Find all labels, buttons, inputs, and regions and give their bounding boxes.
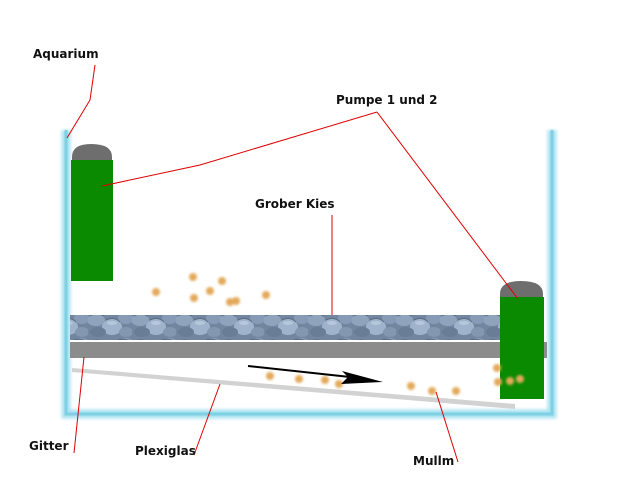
- label-coarse-gravel: Grober Kies: [255, 197, 335, 211]
- coarse-gravel-layer: [70, 315, 502, 340]
- leader-line-aquarium: [66, 64, 96, 139]
- leader-line-plexiglass: [193, 383, 221, 456]
- label-mulm: Mullm: [413, 454, 454, 468]
- mulm-particle: [295, 375, 303, 383]
- mulm-particle: [516, 375, 524, 383]
- pump-1: [71, 144, 113, 281]
- pump-2-body: [500, 297, 544, 399]
- leader-line-pump-2: [376, 111, 519, 300]
- leader-lines: [66, 64, 519, 463]
- mulm-particle: [218, 277, 226, 285]
- mulm-particle: [452, 387, 460, 395]
- pump-1-cap: [72, 144, 112, 161]
- label-pumps: Pumpe 1 und 2: [336, 93, 437, 107]
- label-plexiglass: Plexiglas: [135, 444, 196, 458]
- mulm-particle: [262, 291, 270, 299]
- label-aquarium: Aquarium: [33, 47, 99, 61]
- mulm-particle: [189, 273, 197, 281]
- mulm-particle: [506, 377, 514, 385]
- aquarium-tank: [61, 130, 557, 419]
- mulm-particle: [428, 387, 436, 395]
- mulm-particle: [493, 364, 501, 372]
- leader-line-pump-1: [101, 111, 378, 187]
- plexiglass-sheet: [72, 368, 515, 409]
- pump-1-body: [71, 160, 113, 281]
- mulm-particle: [321, 376, 329, 384]
- mulm-particle: [152, 288, 160, 296]
- pump-2-cap: [500, 281, 543, 298]
- leader-line-grid: [73, 356, 85, 454]
- mulm-particle: [494, 378, 502, 386]
- label-grid: Gitter: [29, 439, 69, 453]
- mulm-particle: [407, 382, 415, 390]
- mulm-particle: [206, 287, 214, 295]
- mulm-particle: [190, 294, 198, 302]
- leader-line-mulm: [435, 391, 459, 463]
- mulm-particle: [266, 372, 274, 380]
- mulm-particles: [152, 273, 524, 395]
- grid-plate: [70, 342, 547, 358]
- mulm-particle: [232, 297, 240, 305]
- flow-arrow-icon: [247, 365, 383, 384]
- mulm-particle: [226, 298, 234, 306]
- mulm-particle: [335, 380, 343, 388]
